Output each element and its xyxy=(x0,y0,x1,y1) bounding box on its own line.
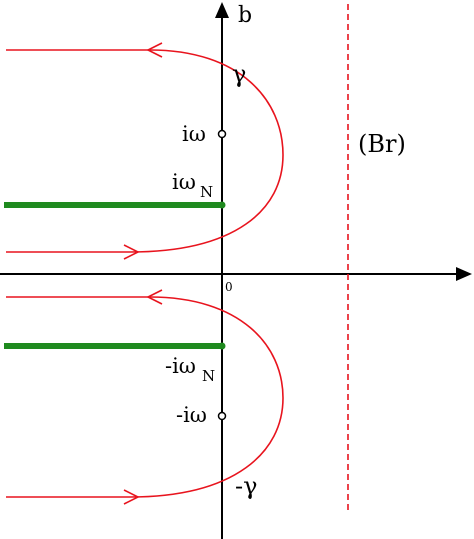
i-omega-n-subscript: N xyxy=(200,183,213,201)
origin-label: 0 xyxy=(225,280,233,294)
point-minus-i-omega xyxy=(217,411,227,421)
point-i-omega-n xyxy=(218,201,226,209)
minus-i-omega-n-label: -iω xyxy=(165,354,196,378)
lower-contour xyxy=(6,296,284,498)
minus-i-omega-n-subscript: N xyxy=(202,367,215,385)
horizontal-axis-arrowhead xyxy=(456,267,472,281)
point-minus-i-omega-n xyxy=(218,342,226,350)
i-omega-label: iω xyxy=(182,122,206,146)
point-i-omega xyxy=(217,129,227,139)
upper-contour-arrow-right xyxy=(123,244,140,260)
upper-contour-arrow-left xyxy=(146,42,163,58)
lower-contour-arrow-left xyxy=(146,289,163,305)
i-omega-n-label: iω xyxy=(172,170,196,194)
lower-contour-arrow-right xyxy=(123,489,140,505)
bromwich-label: (Br) xyxy=(358,130,406,158)
minus-i-omega-label: -iω xyxy=(176,403,207,427)
upper-contour xyxy=(6,49,284,253)
gamma-label: γ xyxy=(232,60,246,88)
minus-gamma-label: -γ xyxy=(235,472,257,500)
vertical-axis-label: b xyxy=(238,3,252,28)
vertical-axis-arrowhead xyxy=(215,2,229,18)
